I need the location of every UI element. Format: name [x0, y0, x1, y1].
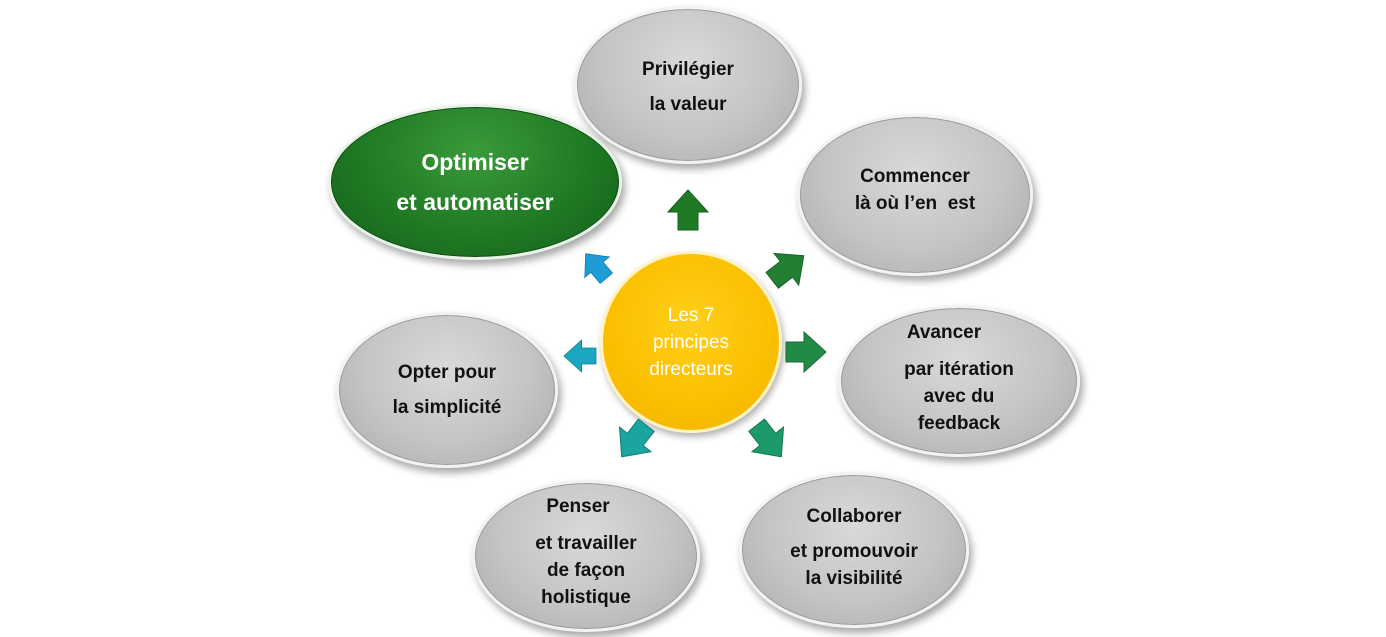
principle-line: Privilégier — [642, 59, 734, 80]
center-line-1: Les 7 — [667, 304, 715, 326]
principle-line: Opter pour — [397, 362, 497, 383]
center-line-2: principes — [652, 331, 730, 353]
principle-line: et automatiser — [396, 189, 554, 215]
principle-collaborer-et-promouvoir: Collaborer et promouvoir la visibilité — [739, 472, 969, 628]
principle-commencer-la-ou-lon-est: Commencer là où l’en est — [797, 114, 1033, 276]
principle-line: la valeur — [649, 94, 727, 115]
principle-line: la visibilité — [805, 567, 903, 589]
principle-penser-holistique: Penser et travailler de façon holistique — [472, 480, 700, 632]
principle-line: là où l’en est — [854, 193, 976, 214]
principle-privilegier-la-valeur: Privilégier la valeur — [574, 6, 802, 164]
principle-line: Collaborer — [806, 505, 902, 527]
principle-optimiser-et-automatiser: Optimiser et automatiser — [328, 104, 622, 260]
principle-avancer-par-iteration: Avancer par itération avec du feedback — [838, 305, 1080, 457]
principle-line: et travailler — [535, 533, 637, 554]
center-circle: Les 7 principes directeurs — [600, 251, 782, 433]
principle-line: Penser — [546, 496, 610, 517]
principle-line: la simplicité — [392, 397, 502, 418]
principle-line: par itération — [904, 359, 1014, 380]
principle-line: Avancer — [906, 322, 982, 343]
principle-opter-pour-la-simplicite: Opter pour la simplicité — [336, 312, 558, 468]
principle-line: Optimiser — [421, 149, 529, 175]
principle-line: avec du — [923, 386, 995, 407]
center-line-3: directeurs — [649, 358, 733, 380]
principle-line: feedback — [917, 413, 1001, 434]
principle-line: Commencer — [860, 166, 970, 187]
principle-line: holistique — [541, 587, 631, 608]
principle-line: et promouvoir — [790, 540, 918, 562]
principle-line: de façon — [546, 560, 626, 581]
